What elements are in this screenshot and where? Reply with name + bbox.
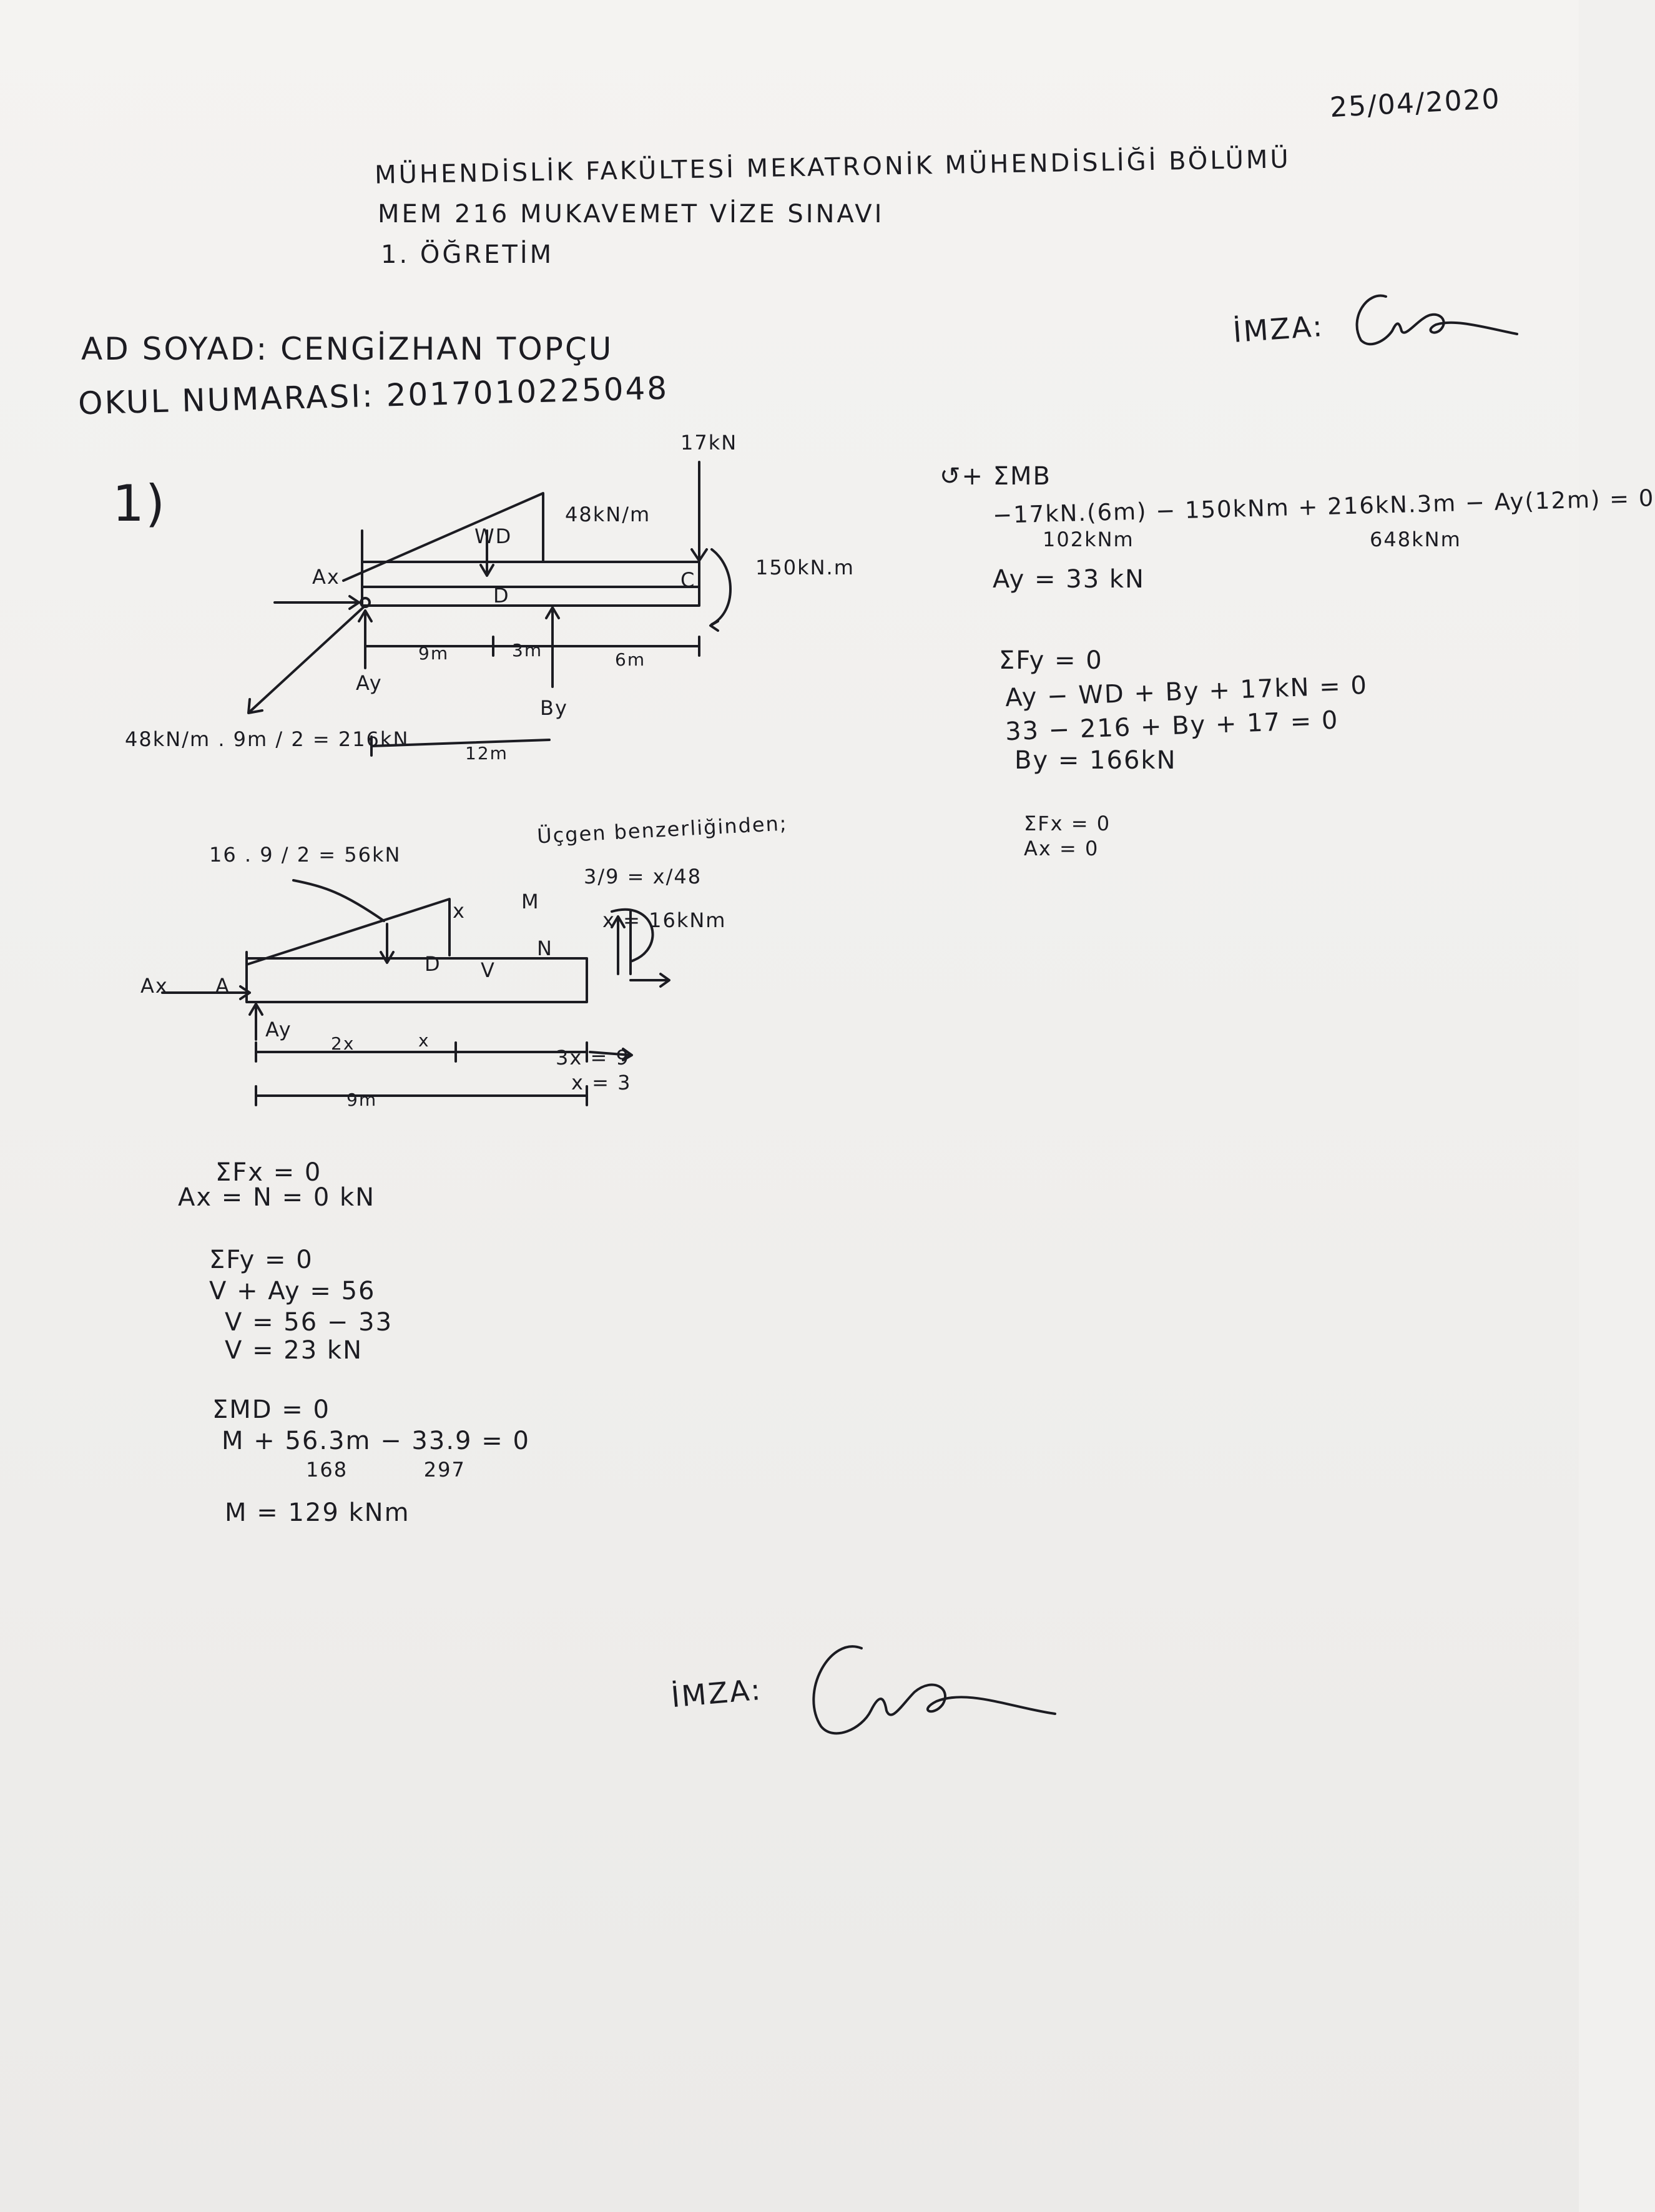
left-eq-sum-fx: ΣFx = 0 [215, 1158, 322, 1187]
beam-dim-3m: 3m [512, 640, 543, 661]
beam-label-by: By [540, 696, 568, 720]
section-resultant-calc: 16 . 9 / 2 = 56kN [209, 843, 401, 867]
left-eq-sum-md: ΣMD = 0 [212, 1395, 330, 1424]
signature-scribble-bottom [812, 1645, 1056, 1735]
beam-dim-6m: 6m [615, 649, 646, 670]
left-eq-moment: M + 56.3m − 33.9 = 0 [222, 1427, 530, 1455]
left-eq-m-result: M = 129 kNm [225, 1498, 410, 1527]
left-eq-moment-values: 168 297 [306, 1458, 466, 1482]
section-dim-x: x [418, 1030, 430, 1051]
beam-dim-9m: 9m [418, 643, 449, 664]
beam-resultant-calc: 48kN/m . 9m / 2 = 216kN [125, 727, 410, 751]
left-eq-ax-n: Ax = N = 0 kN [178, 1183, 376, 1212]
section-label-n: N [537, 936, 553, 960]
section-beam [245, 957, 588, 1003]
resultant-leader [248, 604, 366, 713]
beam-diagram [247, 461, 732, 757]
eq-sum-fy: ΣFy = 0 [999, 646, 1103, 675]
moment-150-arrow [710, 548, 732, 626]
triangular-load [342, 492, 544, 582]
beam-label-wd: WD [474, 524, 513, 548]
beam-label-ax: Ax [312, 565, 340, 589]
section-label-ay: Ay [265, 1018, 292, 1041]
eq-by-result: By = 166kN [1014, 746, 1177, 775]
beam-label-48kn-m: 48kN/m [565, 503, 651, 526]
signature-label-top: İMZA: [1232, 308, 1325, 350]
left-eq-v-calc: V = 56 − 33 [225, 1308, 393, 1337]
exam-paper [0, 0, 1579, 2212]
header-course: MEM 216 MUKAVEMET VİZE SINAVI [378, 200, 885, 229]
beam-label-moment: 150kN.m [755, 556, 855, 579]
beam-label-c: C [680, 568, 696, 592]
problem-number: 1) [112, 474, 167, 533]
beam-label-17kn: 17kN [680, 431, 738, 455]
section-side-eq1: 3x = 9 [556, 1046, 630, 1069]
section-label-v: V [481, 958, 496, 982]
section-ratio: 3/9 = x/48 [584, 865, 702, 888]
section-ratio-result: x = 16kNm [602, 908, 727, 932]
section-label-ax: Ax [140, 974, 169, 998]
beam-label-d: D [493, 584, 510, 607]
section-label-m: M [521, 890, 540, 913]
section-label-d: D [425, 952, 441, 976]
eq-ax-result: Ax = 0 [1024, 837, 1099, 860]
header-shift: 1. ÖĞRETİM [381, 240, 554, 269]
eq-ay-result: Ay = 33 kN [993, 565, 1145, 594]
section-dim-9m: 9m [346, 1089, 378, 1110]
eq-moment-b-values: 102kNm 648kNm [1043, 528, 1461, 551]
section-label-a: A [215, 974, 230, 998]
left-eq-sum-fy: ΣFy = 0 [209, 1246, 313, 1274]
signature-scribble-top [1355, 294, 1518, 346]
eq-sum-mb: ↺+ ΣMB [940, 462, 1051, 491]
section-moment-arc [611, 908, 654, 963]
student-name: AD SOYAD: CENGİZHAN TOPÇU [81, 331, 614, 367]
beam-label-ay: Ay [356, 671, 383, 695]
section-side-eq2: x = 3 [571, 1071, 632, 1094]
beam-top-view [361, 561, 700, 607]
left-eq-v-result: V = 23 kN [225, 1336, 363, 1365]
left-eq-v-ay: V + Ay = 56 [209, 1277, 376, 1305]
eq-sum-fx: ΣFx = 0 [1024, 812, 1111, 835]
section-triangle-load [245, 898, 451, 966]
section-diagram [161, 879, 670, 1106]
section-resultant-leader [292, 879, 385, 922]
beam-dim-12m: 12m [465, 743, 508, 764]
section-label-x: x [453, 899, 466, 923]
section-dim-2x: 2x [331, 1033, 355, 1054]
